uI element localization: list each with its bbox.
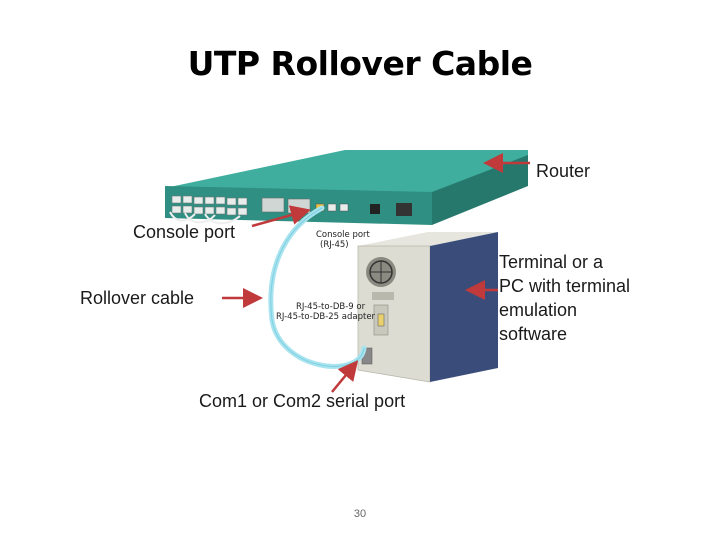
page-number: 30 — [353, 508, 367, 520]
terminal-label-line: Terminal or a — [499, 252, 604, 272]
console-port-caption: Console port (RJ-45) — [316, 230, 370, 250]
slide-title: UTP Rollover Cable — [187, 44, 533, 83]
console-port-arrow — [251, 205, 311, 228]
caption-line: Console port — [316, 230, 370, 240]
router-label: Router — [536, 161, 591, 181]
terminal-label: Terminal or a PC with terminal emulation… — [499, 250, 630, 346]
power-switch — [370, 204, 380, 214]
caption-line: (RJ-45) — [320, 240, 349, 250]
rollover-cable-label: Rollover cable — [80, 288, 195, 308]
terminal-label-line: emulation — [499, 300, 578, 320]
com-port-label: Com1 or Com2 serial port — [199, 391, 406, 411]
caption-line: RJ-45-to-DB-25 adapter — [276, 312, 376, 322]
power-socket — [396, 203, 412, 216]
terminal-label-line: PC with terminal — [499, 276, 631, 296]
pc-illustration — [357, 232, 498, 383]
adapter-caption: RJ-45-to-DB-9 or RJ-45-to-DB-25 adapter — [276, 302, 375, 322]
router-illustration — [165, 150, 528, 225]
terminal-label-line: software — [499, 324, 568, 344]
pc-side — [430, 232, 498, 382]
router-top-panel — [165, 150, 528, 195]
console-port-label: Console port — [133, 222, 236, 242]
router-side-panel — [432, 155, 528, 225]
caption-line: RJ-45-to-DB-9 or — [296, 302, 366, 312]
com-port-arrow — [331, 360, 359, 393]
router-port-bank — [171, 195, 248, 216]
pc-top — [358, 232, 498, 246]
